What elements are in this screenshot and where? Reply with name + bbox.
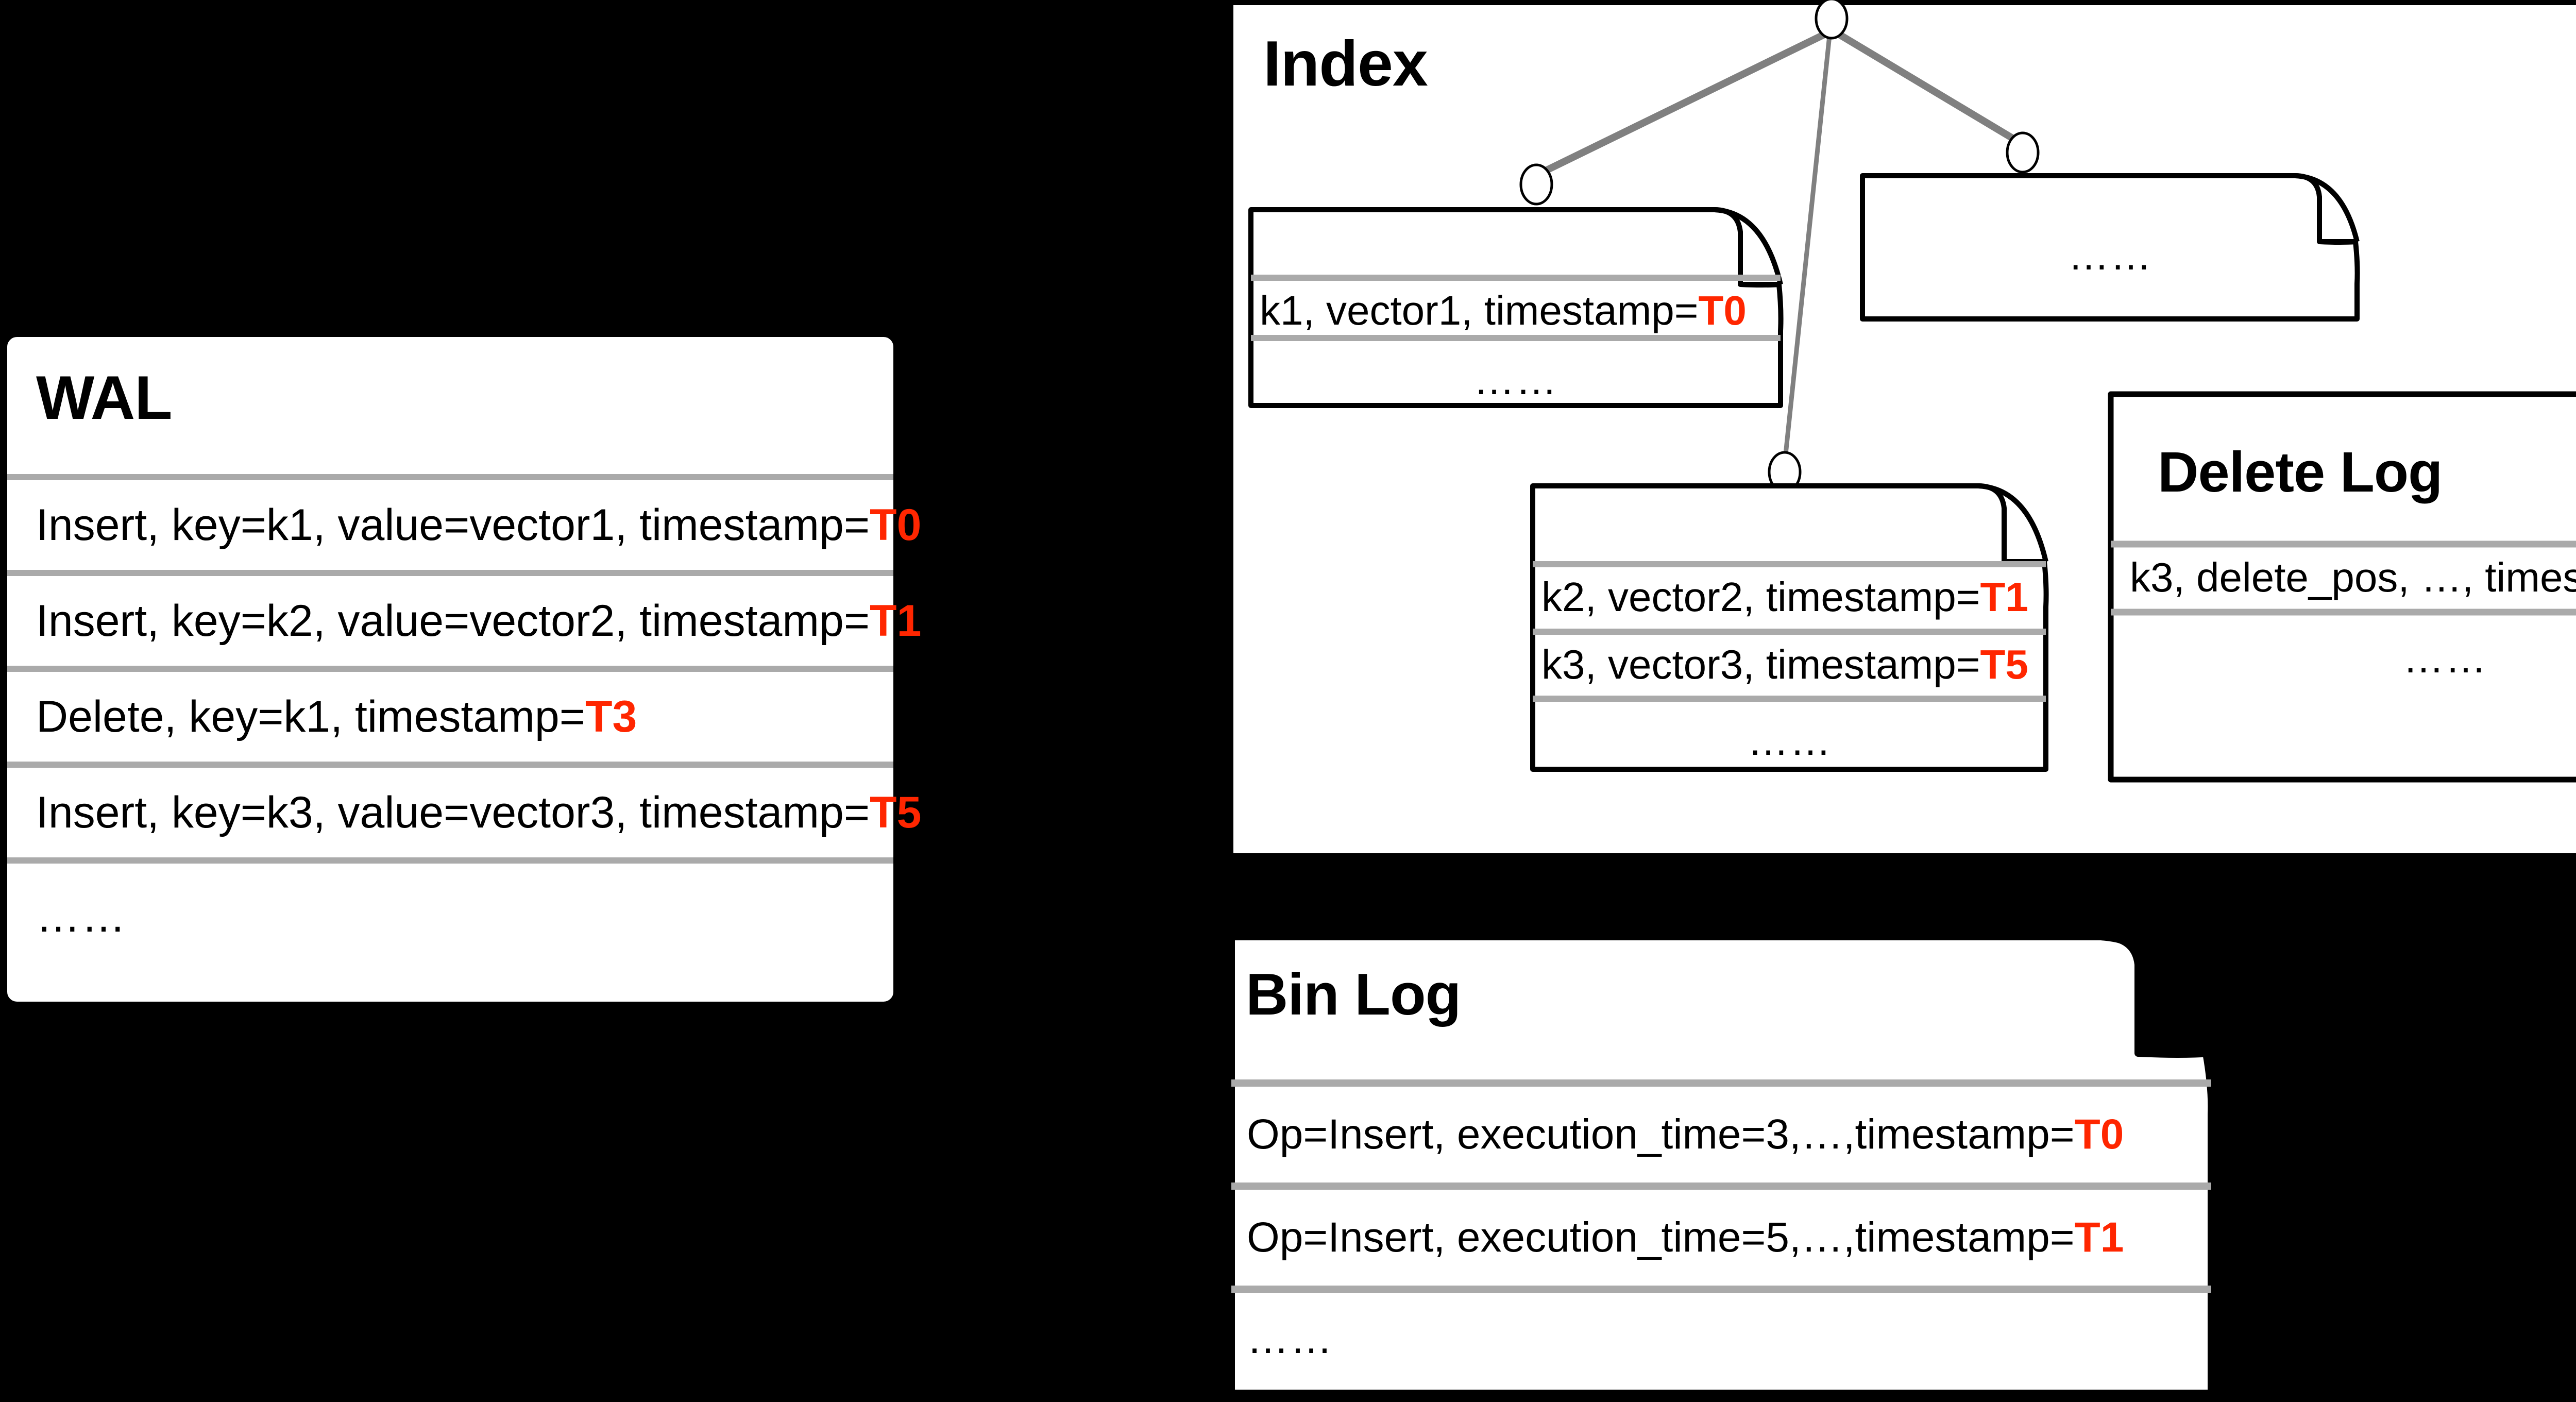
delete-log-card[interactable]: Delete Log k3, delete_pos, …, timestamp=…	[2108, 391, 2576, 783]
bin-log-shape	[1228, 933, 2215, 1397]
leaf-card-k2-k3-ellipsis: ……	[1748, 718, 1832, 764]
bin-log-card[interactable]: Bin Log Op=Insert, execution_time=3,…,ti…	[1228, 933, 2222, 1397]
leaf-card-k2-k3-row-1-text: k3, vector3, timestamp=	[1541, 641, 1980, 687]
wal-title: WAL	[36, 363, 173, 432]
leaf-card-k2-k3-row-0-text: k2, vector2, timestamp=	[1541, 574, 1980, 620]
wal-row-1-text: Insert, key=k2, value=vector2, timestamp…	[36, 596, 870, 646]
delete-log-row-0: k3, delete_pos, …, timestamp=T3	[2130, 544, 2576, 611]
leaf-card-k2-k3-row-0: k2, vector2, timestamp=T1	[1541, 564, 2028, 630]
leaf-card-k2-k3-row-1: k3, vector3, timestamp=T5	[1541, 632, 2028, 698]
wal-row-1: Insert, key=k2, value=vector2, timestamp…	[36, 573, 921, 669]
wal-row-2-text: Delete, key=k1, timestamp=	[36, 692, 585, 741]
leaf-card-k1[interactable]: k1, vector1, timestamp=T0 ……	[1248, 207, 1784, 408]
leaf-card-placeholder-ellipsis: ……	[2068, 232, 2153, 278]
index-title: Index	[1263, 28, 1428, 99]
leaf-card-k2-k3-row-0-timestamp: T1	[1980, 574, 2028, 620]
leaf-card-k2-k3-shape	[1530, 483, 2049, 772]
wal-panel: WAL Insert, key=k1, value=vector1, times…	[4, 334, 921, 1005]
bin-log-row-0: Op=Insert, execution_time=3,…,timestamp=…	[1247, 1083, 2124, 1186]
delete-log-title: Delete Log	[2158, 441, 2443, 504]
wal-row-1-timestamp: T1	[870, 596, 922, 646]
delete-log-ellipsis: ……	[2403, 635, 2487, 681]
bin-log-row-0-text: Op=Insert, execution_time=3,…,timestamp=	[1247, 1111, 2075, 1158]
bin-log-ellipsis: ……	[1247, 1315, 1333, 1362]
bin-log-row-1-timestamp: T1	[2074, 1214, 2124, 1261]
wal-row-2-timestamp: T3	[585, 692, 637, 741]
wal-row-3-timestamp: T5	[870, 788, 922, 837]
leaf-card-k1-row-0: k1, vector1, timestamp=T0	[1260, 278, 1747, 344]
wal-row-3-text: Insert, key=k3, value=vector3, timestamp…	[36, 788, 870, 837]
wal-row-0-text: Insert, key=k1, value=vector1, timestamp…	[36, 500, 870, 550]
wal-ellipsis-row: ……	[36, 892, 127, 941]
bin-log-row-1-text: Op=Insert, execution_time=5,…,timestamp=	[1247, 1214, 2075, 1261]
leaf-card-placeholder-shape	[1860, 173, 2360, 322]
wal-row-0-timestamp: T0	[870, 500, 922, 550]
wal-row-0: Insert, key=k1, value=vector1, timestamp…	[36, 477, 921, 573]
delete-log-shape	[2108, 391, 2576, 783]
bin-log-title: Bin Log	[1246, 962, 1461, 1027]
leaf-card-placeholder[interactable]: ……	[1860, 173, 2361, 322]
wal-row-2: Delete, key=k1, timestamp=T3	[36, 669, 637, 765]
leaf-card-k2-k3-row-1-timestamp: T5	[1980, 641, 2028, 687]
leaf-card-k1-ellipsis: ……	[1473, 357, 1558, 403]
leaf-card-k1-row-0-timestamp: T0	[1698, 288, 1747, 333]
wal-panel-shape	[4, 334, 896, 1005]
leaf-card-k2-k3[interactable]: k2, vector2, timestamp=T1 k3, vector3, t…	[1530, 483, 2049, 772]
bin-log-row-1: Op=Insert, execution_time=5,…,timestamp=…	[1247, 1186, 2124, 1289]
delete-log-row-0-text: k3, delete_pos, …, timestamp=	[2130, 554, 2576, 600]
leaf-card-k1-shape	[1248, 207, 1784, 408]
bin-log-row-0-timestamp: T0	[2074, 1111, 2124, 1158]
leaf-card-k1-row-0-text: k1, vector1, timestamp=	[1260, 288, 1699, 333]
wal-row-3: Insert, key=k3, value=vector3, timestamp…	[36, 765, 921, 860]
